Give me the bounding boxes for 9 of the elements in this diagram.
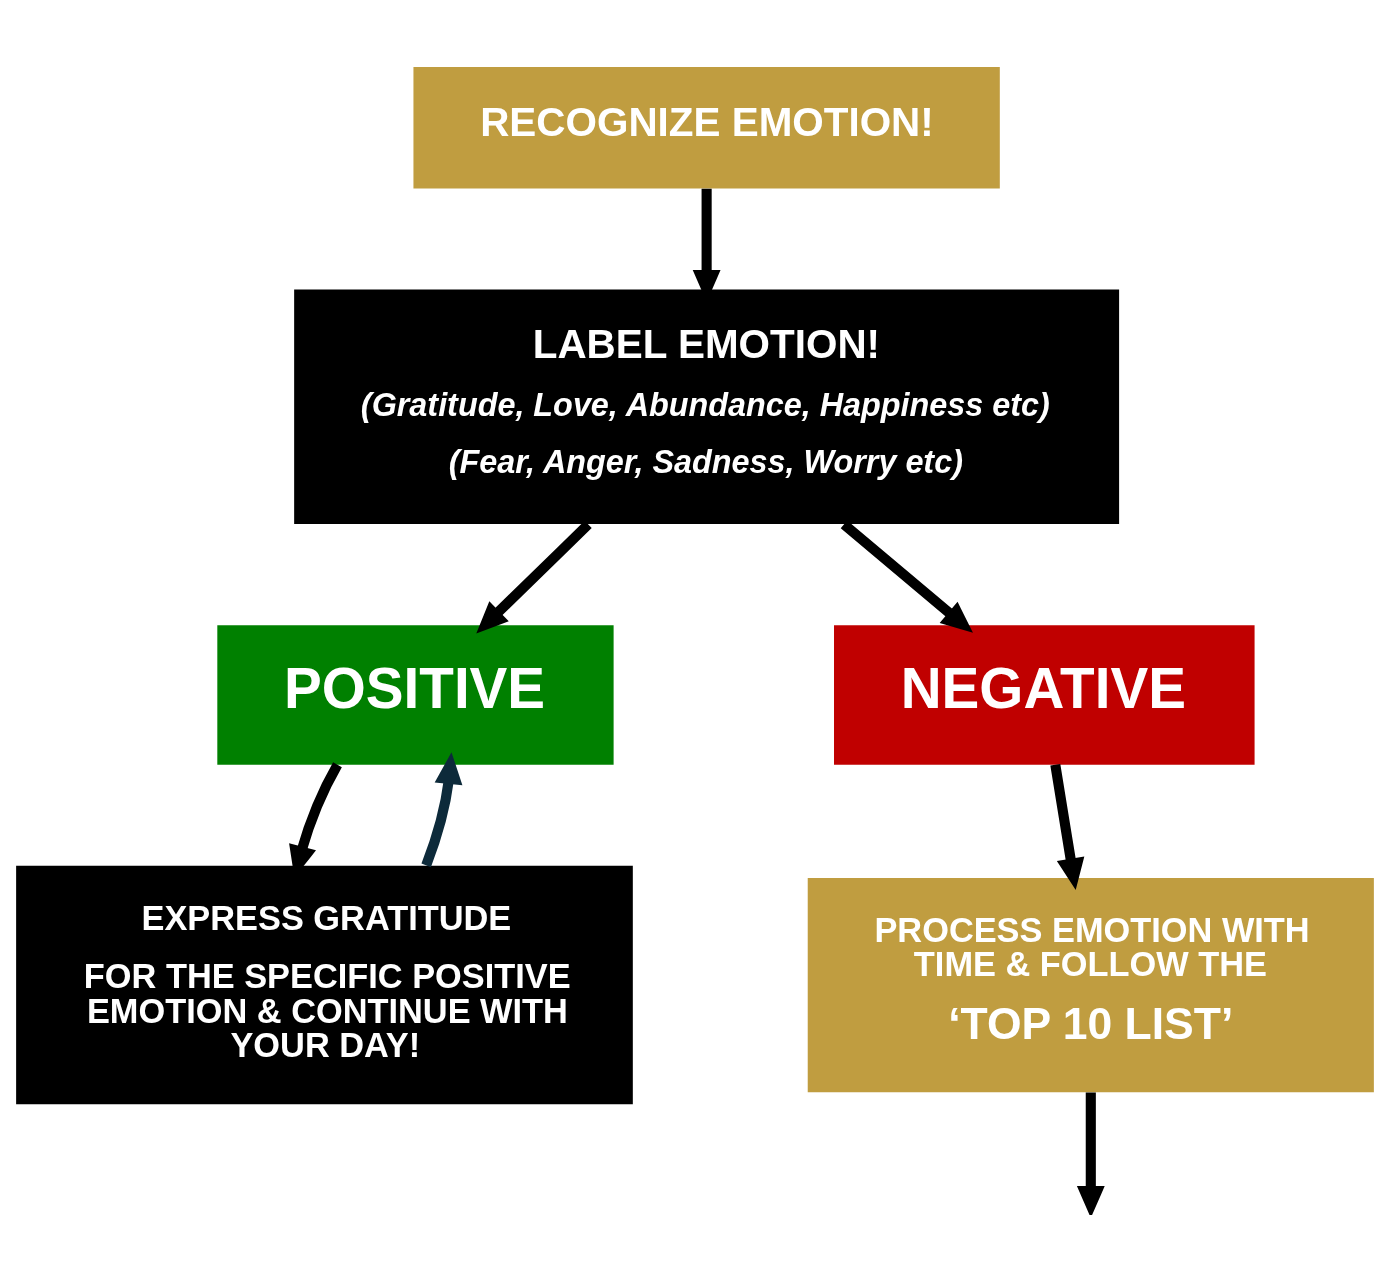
arrow <box>421 751 463 867</box>
node-box: EXPRESS GRATITUDE FOR THE SPECIFIC POSITIVE EMOTION & CONTINUE WITH YOUR DAY! <box>16 865 633 1104</box>
arrow <box>1076 1091 1105 1215</box>
node-box: POSITIVE <box>217 624 614 765</box>
node-box: RECOGNIZE EMOTION! <box>413 66 1000 188</box>
node-box: NEGATIVE <box>834 624 1255 765</box>
node-box: LABEL EMOTION! (Gratitude, Love, Abundance, Happiness etc) (Fear, Anger, Sadness, Worry etc) <box>294 289 1120 524</box>
arrow <box>1050 763 1085 890</box>
node-box: PROCESS EMOTION WITH TIME & FOLLOW THE ‘TOP 10 LIST’ <box>807 877 1374 1092</box>
